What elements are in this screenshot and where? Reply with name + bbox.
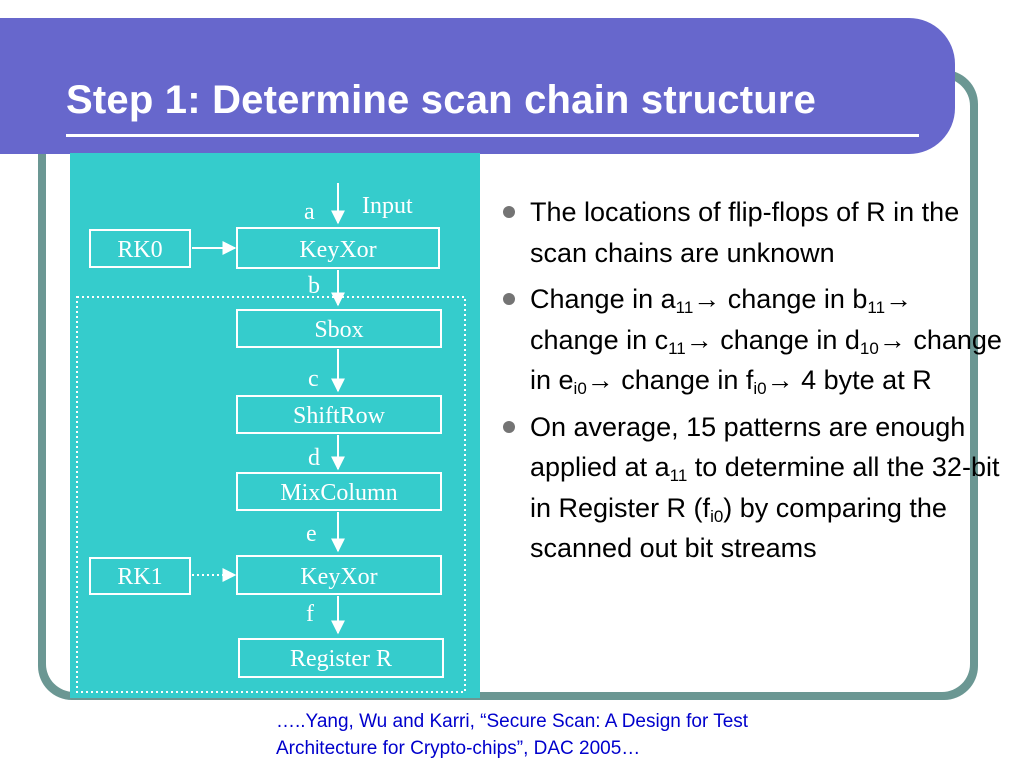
keyxor1-box bbox=[236, 227, 440, 269]
bullet-3-part: to determine all the 32-bit in Register … bbox=[530, 452, 1000, 523]
keyxor2-box bbox=[236, 555, 442, 595]
mixcolumn-box bbox=[236, 472, 442, 511]
sbox-box bbox=[236, 309, 442, 348]
rk1-label: RK1 bbox=[117, 564, 162, 590]
round-region-outline bbox=[76, 296, 466, 693]
subscript: 11 bbox=[867, 298, 886, 317]
bullet-2-part: → change in e bbox=[530, 324, 1002, 396]
bullet-dot-icon bbox=[503, 206, 515, 218]
bullet-list: The locations of flip-flops of R in the … bbox=[500, 192, 1005, 575]
title-bar bbox=[0, 18, 955, 154]
signal-f-label: f bbox=[306, 601, 314, 627]
bullet-2-part: → change in c bbox=[530, 284, 913, 355]
sbox-label: Sbox bbox=[314, 317, 363, 343]
register-r-box bbox=[238, 638, 444, 678]
bullet-item-1: The locations of flip-flops of R in the … bbox=[500, 192, 1005, 273]
signal-a-label: a bbox=[304, 199, 315, 225]
rk0-label: RK0 bbox=[117, 237, 162, 263]
rk1-box bbox=[89, 557, 191, 595]
bullet-2-part: → change in d bbox=[685, 324, 860, 355]
bullet-2-part: → change in b bbox=[693, 284, 868, 314]
bullet-2-part: → 4 byte at R bbox=[766, 365, 932, 395]
input-label: Input bbox=[362, 193, 413, 219]
shiftrow-box bbox=[236, 395, 442, 434]
subscript: 11 bbox=[675, 298, 694, 317]
bullet-dot-icon bbox=[503, 293, 515, 305]
bullet-item-2: Change in a11→ change in b11→ change in … bbox=[500, 279, 1005, 401]
signal-b-label: b bbox=[308, 273, 320, 299]
rk0-box bbox=[89, 229, 191, 268]
bullet-2-part: → change in f bbox=[586, 365, 754, 395]
bullet-1-text: The locations of flip-flops of R in the … bbox=[530, 197, 960, 268]
signal-c-label: c bbox=[308, 366, 319, 392]
subscript: 11 bbox=[669, 466, 688, 485]
mixcolumn-label: MixColumn bbox=[280, 480, 397, 506]
signal-d-label: d bbox=[308, 445, 320, 471]
register-r-label: Register R bbox=[290, 646, 392, 672]
citation: …..Yang, Wu and Karri, “Secure Scan: A D… bbox=[276, 708, 996, 762]
bullet-2-part: Change in a bbox=[530, 284, 676, 314]
subscript: 11 bbox=[668, 338, 686, 358]
subscript: i0 bbox=[710, 506, 724, 526]
bullet-3-part: ) by comparing the scanned out bit strea… bbox=[530, 492, 947, 564]
citation-line-1: …..Yang, Wu and Karri, “Secure Scan: A D… bbox=[276, 711, 749, 732]
shiftrow-label: ShiftRow bbox=[293, 403, 386, 429]
aes-round-diagram: a Input RK0 KeyXor b Sbox c ShiftRow d M… bbox=[70, 153, 480, 698]
subscript: i0 bbox=[753, 379, 767, 398]
slide-title: Step 1: Determine scan chain structure bbox=[66, 78, 817, 122]
signal-e-label: e bbox=[306, 521, 317, 547]
diagram-svg: a Input RK0 KeyXor b Sbox c ShiftRow d M… bbox=[76, 183, 466, 693]
keyxor1-label: KeyXor bbox=[299, 237, 376, 263]
subscript: 10 bbox=[859, 338, 879, 358]
citation-line-2: Architecture for Crypto-chips”, DAC 2005… bbox=[276, 738, 641, 759]
keyxor2-label: KeyXor bbox=[300, 564, 377, 590]
bullet-dot-icon bbox=[503, 420, 515, 433]
title-underline bbox=[66, 134, 919, 137]
bullet-item-3: On average, 15 patterns are enough appli… bbox=[500, 407, 1005, 569]
subscript: i0 bbox=[573, 379, 587, 398]
bullet-3-part: On average, 15 patterns are enough appli… bbox=[530, 411, 966, 483]
